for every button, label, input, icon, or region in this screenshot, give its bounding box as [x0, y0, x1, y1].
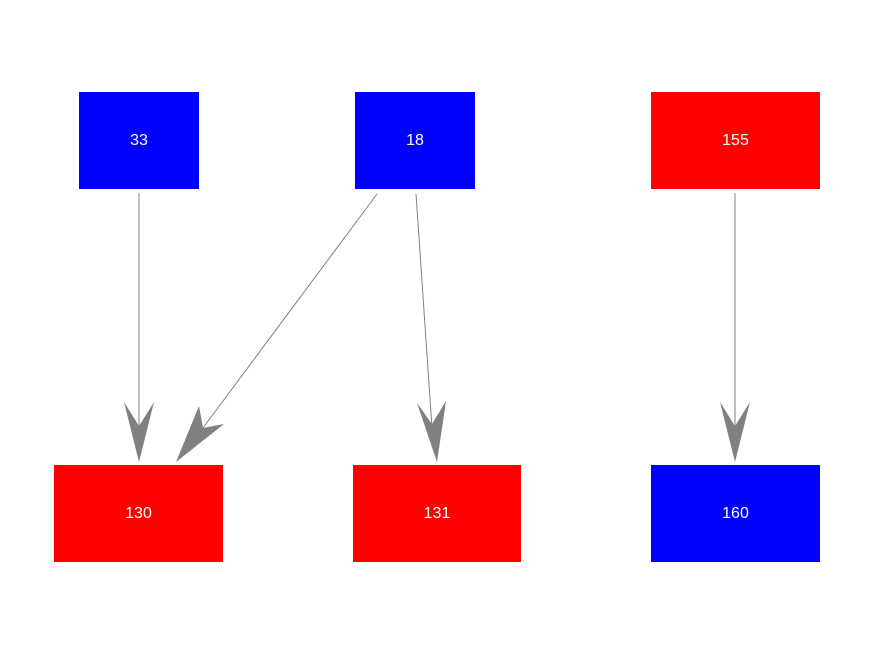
node-label: 160 — [722, 504, 749, 522]
node-label: 18 — [406, 131, 424, 149]
node-label: 33 — [130, 131, 148, 149]
arrowhead-18-to-131 — [417, 401, 446, 462]
node-155: 155 — [651, 92, 820, 189]
node-131: 131 — [353, 465, 521, 562]
node-18: 18 — [355, 92, 475, 189]
arrowhead-33-to-130 — [124, 402, 154, 462]
edge-18-to-130 — [199, 193, 378, 433]
node-33: 33 — [79, 92, 199, 189]
node-130: 130 — [54, 465, 223, 562]
arrowhead-155-to-160 — [720, 402, 750, 462]
node-label: 155 — [722, 131, 749, 149]
edge-18-to-131 — [415, 193, 433, 429]
arrowhead-18-to-130 — [176, 406, 224, 462]
node-label: 130 — [125, 504, 152, 522]
node-label: 131 — [423, 504, 451, 522]
node-160: 160 — [651, 465, 820, 562]
